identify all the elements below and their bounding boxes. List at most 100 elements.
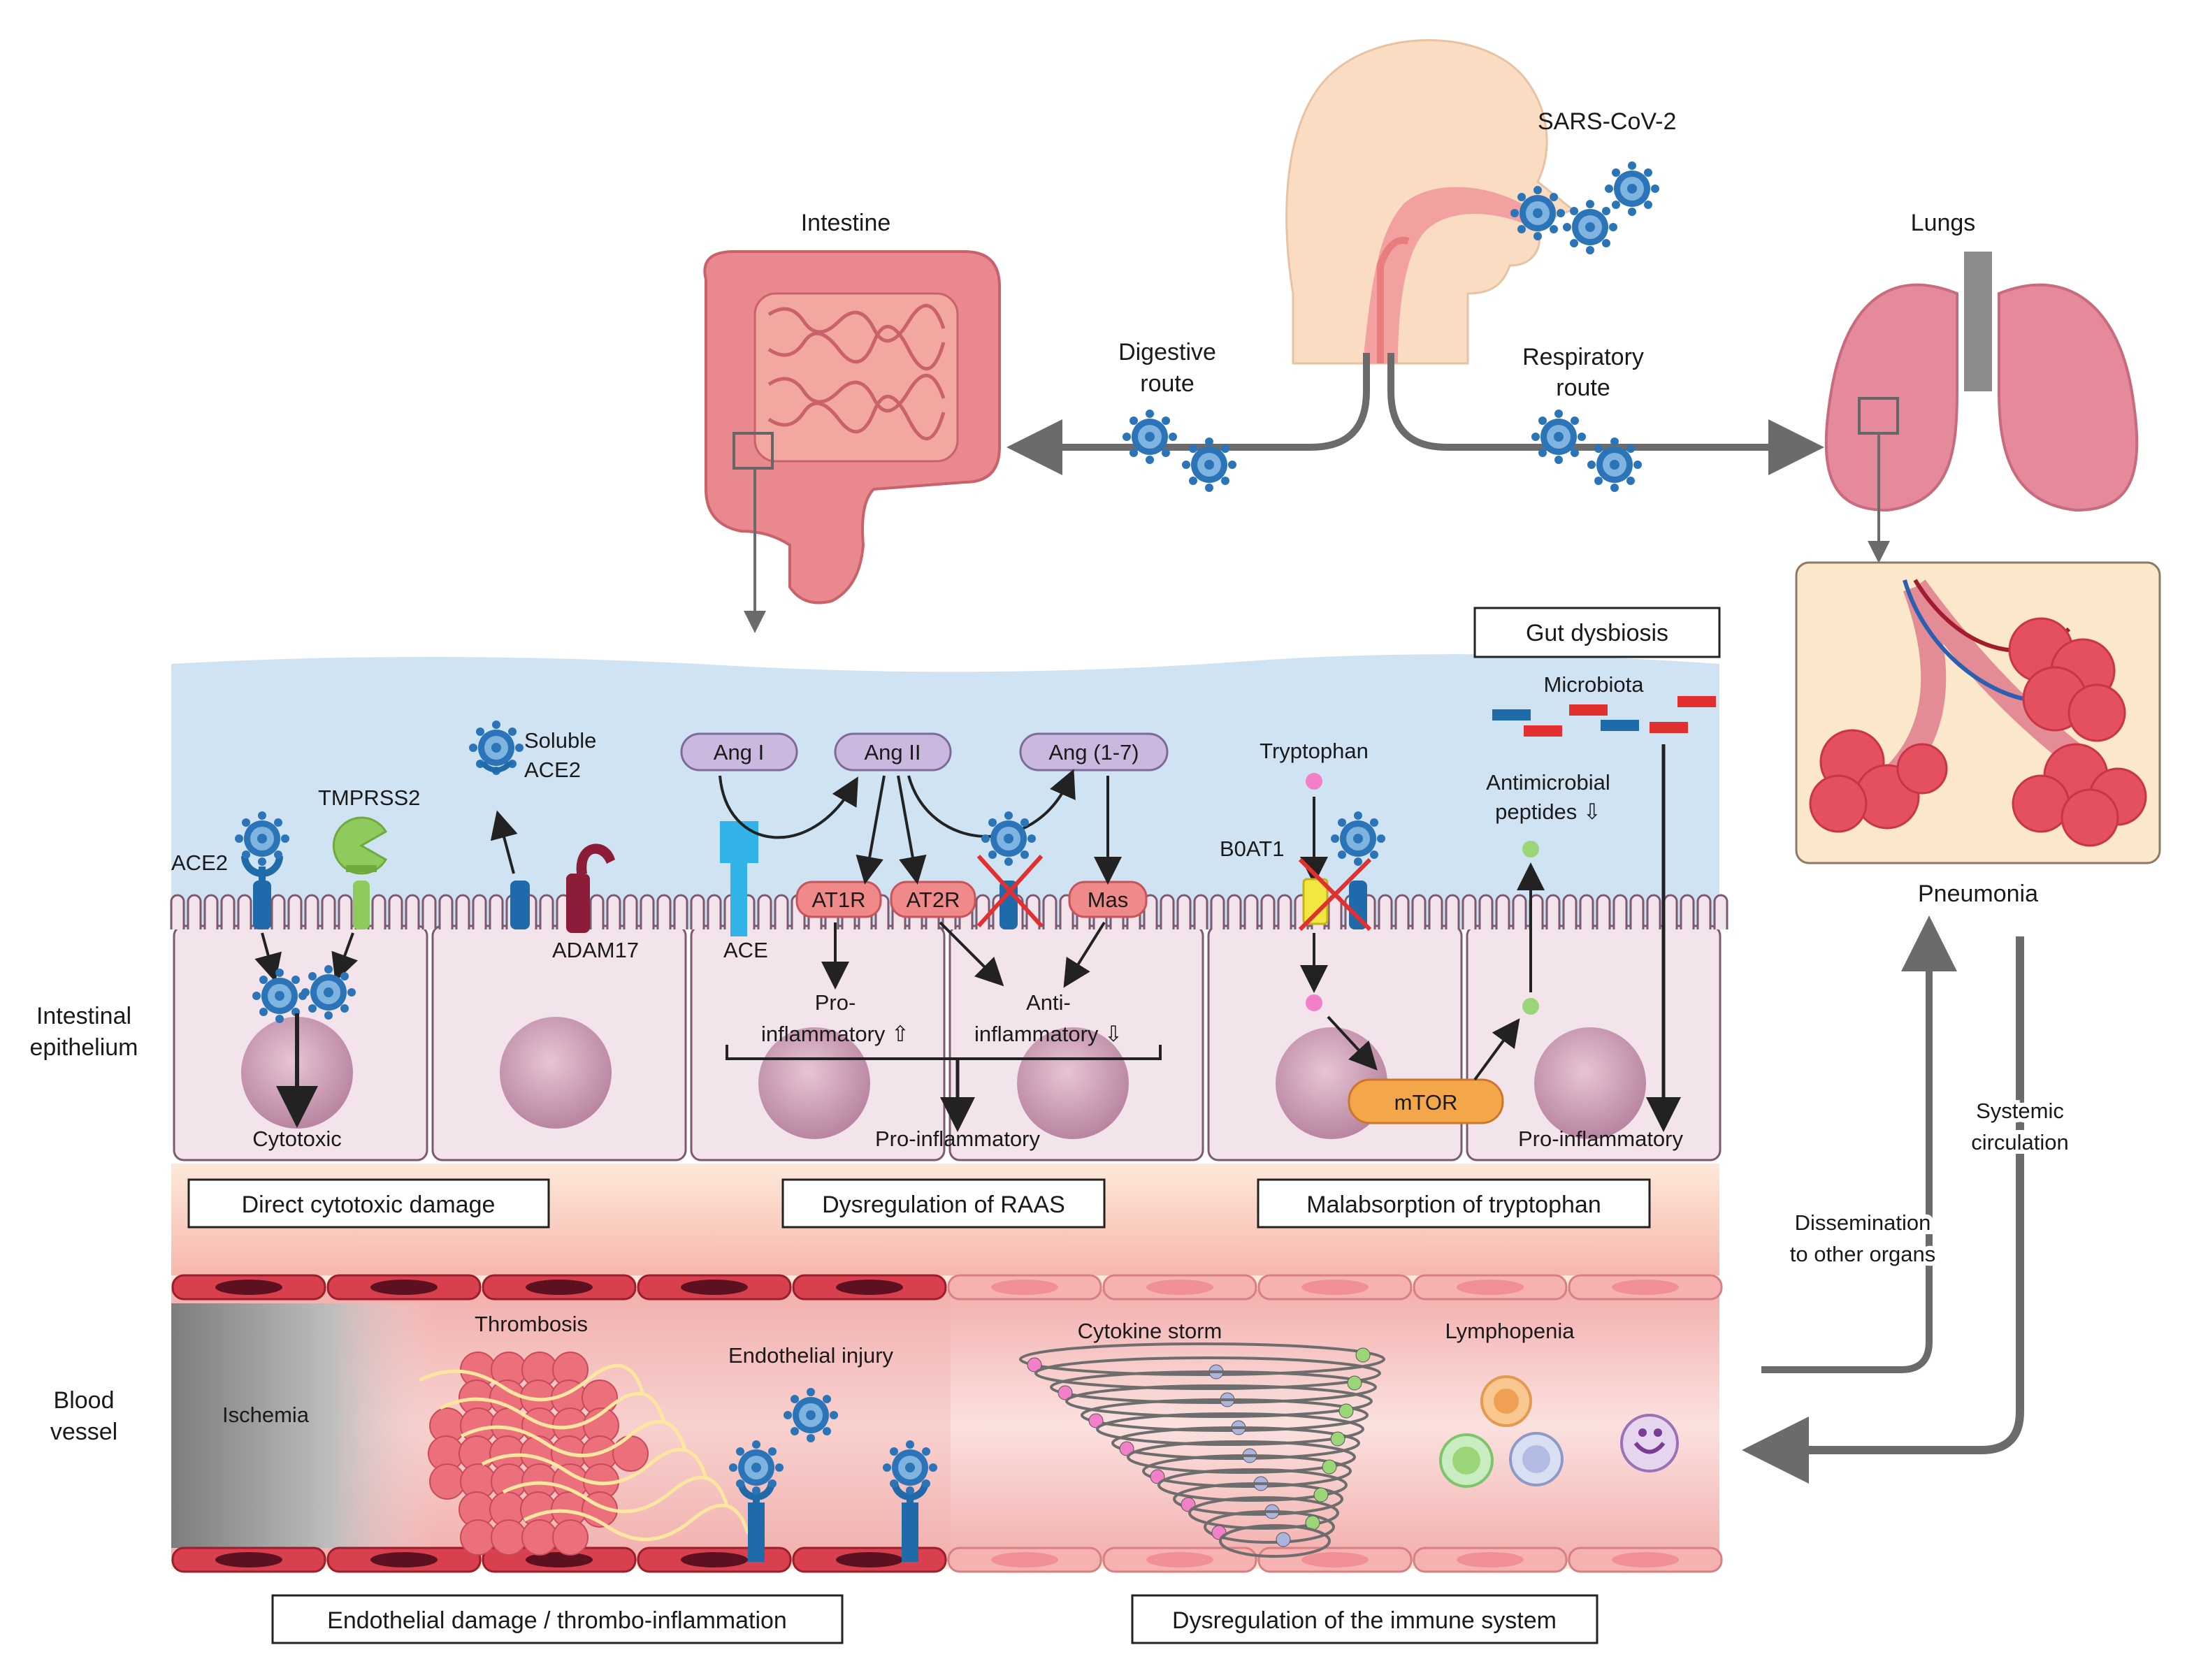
pro-inflammatory-label-1: Pro- [815,990,856,1015]
immune-box [1131,1594,1598,1644]
antimicrobial-label-2: peptides ⇩ [1495,799,1601,824]
virus-icon [1605,161,1659,216]
direct-damage-label: Direct cytotoxic damage [242,1192,496,1218]
lungs-label: Lungs [1911,210,1976,236]
ang17-pill [1019,732,1169,772]
arrow [1473,1018,1520,1081]
intestine-label: Intestine [801,210,891,236]
mtor-pill [1348,1078,1504,1124]
digestive-route-label-2: route [1140,370,1195,397]
b0at1-label: B0AT1 [1220,837,1284,861]
arrow [856,775,886,885]
endothelial-ace2 [737,1482,929,1562]
virus-icon [1531,410,1586,464]
dissemination-label-2: to other organs [1790,1242,1936,1266]
shedding-arrow [490,810,518,874]
arrow [1063,921,1106,988]
intestinal-lumen [171,654,1719,929]
respiratory-route-label-1: Respiratory [1522,344,1644,370]
entry-arrow [254,932,282,983]
antimicrobial-label-1: Antimicrobial [1486,770,1610,795]
systemic-circulation-arrow [1742,936,2024,1484]
dissemination-arrow [1761,915,1957,1373]
gut-dysbiosis-label: Gut dysbiosis [1526,620,1668,646]
soluble-ace2-label-2: ACE2 [524,758,581,782]
ang17-label: Ang (1-7) [1048,740,1139,765]
soluble-ace2-icon [479,762,514,773]
pro-inflammatory-gut-label: Pro-inflammatory [1518,1127,1683,1151]
gut-dysbiosis-box [1473,607,1721,658]
epithelium-label-2: epithelium [30,1034,138,1061]
tryptophan-label: Tryptophan [1260,739,1369,763]
direct-damage-box [187,1178,550,1229]
ang2-label: Ang II [865,740,921,765]
anti-inflammatory-label-2: inflammatory ⇩ [974,1022,1123,1046]
virus-label: SARS-CoV-2 [1538,108,1676,135]
tryptophan-dot [1306,773,1322,790]
dissemination-label-1: Dissemination [1795,1210,1931,1235]
alveoli-illustration [1809,579,2147,847]
lungs-illustration [1824,252,2139,512]
ang2-pill [834,732,952,772]
ang1-pill [680,732,798,772]
immune-label: Dysregulation of the immune system [1172,1607,1557,1634]
cell-nuclei [241,1017,1646,1139]
ischemia-zone [171,1303,437,1548]
at2r-pill [890,881,976,918]
endothelial-lining [171,1274,1723,1573]
endothelial-damage-box [271,1594,844,1644]
tmprss2-protease [332,816,388,929]
respiratory-route-arrow [1387,353,1824,475]
at1r-pill [795,881,882,918]
ischemia-label: Ischemia [222,1403,310,1427]
cytotoxic-label: Cytotoxic [252,1127,341,1151]
pneumonia-label: Pneumonia [1918,881,2038,907]
pro-inflammatory-label-2: inflammatory ⇧ [761,1022,909,1046]
arrow [897,775,927,885]
digestive-route-arrow [1006,353,1370,475]
tmprss2-label: TMPRSS2 [318,785,420,810]
ace-conversion-arrow [719,775,858,839]
lymphopenia-label: Lymphopenia [1445,1319,1575,1343]
blocked-cross-icon [976,854,1044,928]
antimicrobial-dot [1522,841,1539,857]
raas-box [781,1178,1106,1229]
thrombus-clot [418,1352,750,1556]
respiratory-route-label-2: route [1556,375,1610,401]
epithelial-cells [173,925,1722,1161]
head-illustration [1285,39,1575,365]
pro-inflammatory-raas-label: Pro-inflammatory [875,1127,1040,1151]
tryptophan-box-label: Malabsorption of tryptophan [1306,1192,1601,1218]
endothelial-injury-label: Endothelial injury [728,1343,894,1368]
microbiota-label: Microbiota [1544,672,1645,697]
ace-enzyme [720,821,758,936]
ang1-label: Ang I [714,740,764,765]
ace2-stub [510,881,530,929]
entry-arrow [331,932,358,983]
mas-label: Mas [1088,888,1129,912]
at1r-label: AT1R [812,888,866,912]
cytokine-storm-label: Cytokine storm [1078,1319,1222,1343]
anti-inflammatory-label-1: Anti- [1026,990,1071,1015]
endothelial-damage-label: Endothelial damage / thrombo-inflammatio… [327,1607,787,1634]
soluble-ace2-label-1: Soluble [524,728,596,753]
arrow [1327,1015,1378,1071]
cytokine-storm-illustration [1019,1342,1385,1558]
ace2-receptor [1349,881,1367,929]
bracket [726,1045,1162,1060]
adam17-label: ADAM17 [552,938,639,962]
systemic-label-1: Systemic [1976,1099,2064,1123]
raas-label: Dysregulation of RAAS [822,1192,1065,1218]
ace2-receptor [241,856,283,929]
mtor-label: mTOR [1394,1090,1458,1115]
virus-icon [1123,410,1177,464]
microbiota-bacteria [1492,696,1716,737]
vessel-label-2: vessel [50,1419,117,1445]
systemic-label-2: circulation [1971,1130,2069,1154]
tryptophan-box [1257,1178,1651,1229]
vessel-label-1: Blood [54,1387,115,1414]
adam17-protease [566,843,615,933]
ace2-label: ACE2 [171,850,228,875]
thrombosis-label: Thrombosis [475,1312,588,1336]
